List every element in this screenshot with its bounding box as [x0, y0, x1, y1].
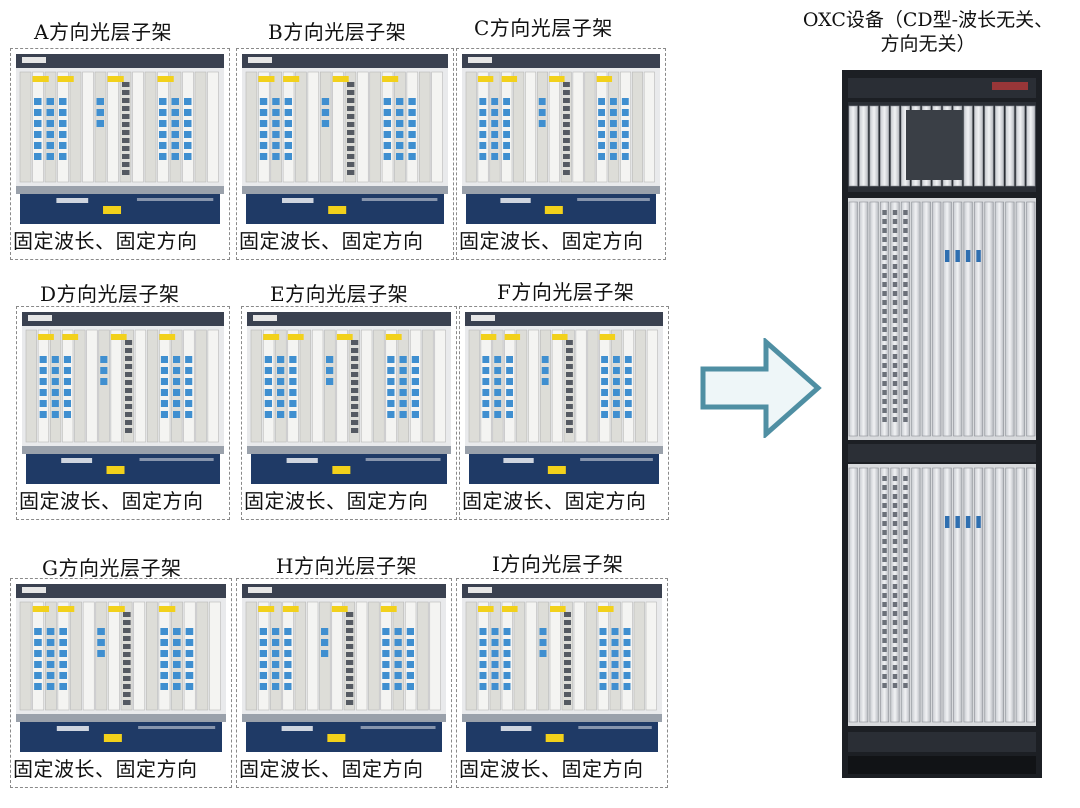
- shelf-title: A方向光层子架: [34, 20, 172, 44]
- shelf-image: [240, 52, 450, 228]
- shelf-title: F方向光层子架: [497, 280, 635, 304]
- shelf-frame: [236, 48, 454, 260]
- shelf-image: [20, 310, 226, 488]
- shelf-title: G方向光层子架: [42, 556, 182, 580]
- oxc-title-line2: 方向无关）: [880, 33, 976, 55]
- shelf-title: D方向光层子架: [40, 282, 180, 306]
- shelf-title: I方向光层子架: [492, 552, 624, 576]
- shelf-image: [245, 310, 453, 488]
- shelf-frame: [456, 48, 666, 260]
- shelf-frame: [10, 48, 230, 260]
- shelf-image: [460, 582, 664, 756]
- shelf-caption: 固定波长、固定方向: [459, 228, 644, 254]
- shelf-title: H方向光层子架: [276, 554, 417, 578]
- shelf-caption: 固定波长、固定方向: [239, 228, 424, 254]
- shelf-title: E方向光层子架: [270, 282, 409, 306]
- shelf-image: [463, 310, 665, 488]
- right-arrow-icon: [700, 338, 822, 438]
- shelf-caption: 固定波长、固定方向: [13, 228, 198, 254]
- shelf-frame: [459, 306, 669, 520]
- shelf-image: [14, 52, 226, 228]
- shelf-caption: 固定波长、固定方向: [459, 756, 644, 782]
- shelf-caption: 固定波长、固定方向: [13, 756, 198, 782]
- shelf-image: [240, 582, 448, 756]
- shelf-caption: 固定波长、固定方向: [239, 756, 424, 782]
- oxc-title-line1: OXC设备（CD型-波长无关、: [802, 9, 1054, 31]
- shelf-frame: [236, 578, 452, 788]
- shelf-caption: 固定波长、固定方向: [19, 488, 204, 514]
- shelf-caption: 固定波长、固定方向: [462, 488, 647, 514]
- shelf-frame: [10, 578, 232, 788]
- shelf-caption: 固定波长、固定方向: [244, 488, 429, 514]
- shelf-title: B方向光层子架: [268, 20, 407, 44]
- shelf-frame: [16, 306, 230, 520]
- oxc-title: OXC设备（CD型-波长无关、 方向无关）: [778, 8, 1078, 56]
- shelf-frame: [241, 306, 457, 520]
- shelf-image: [14, 582, 228, 756]
- oxc-cabinet: [842, 70, 1042, 778]
- shelf-frame: [456, 578, 668, 788]
- shelf-image: [460, 52, 662, 228]
- shelf-title: C方向光层子架: [474, 16, 613, 40]
